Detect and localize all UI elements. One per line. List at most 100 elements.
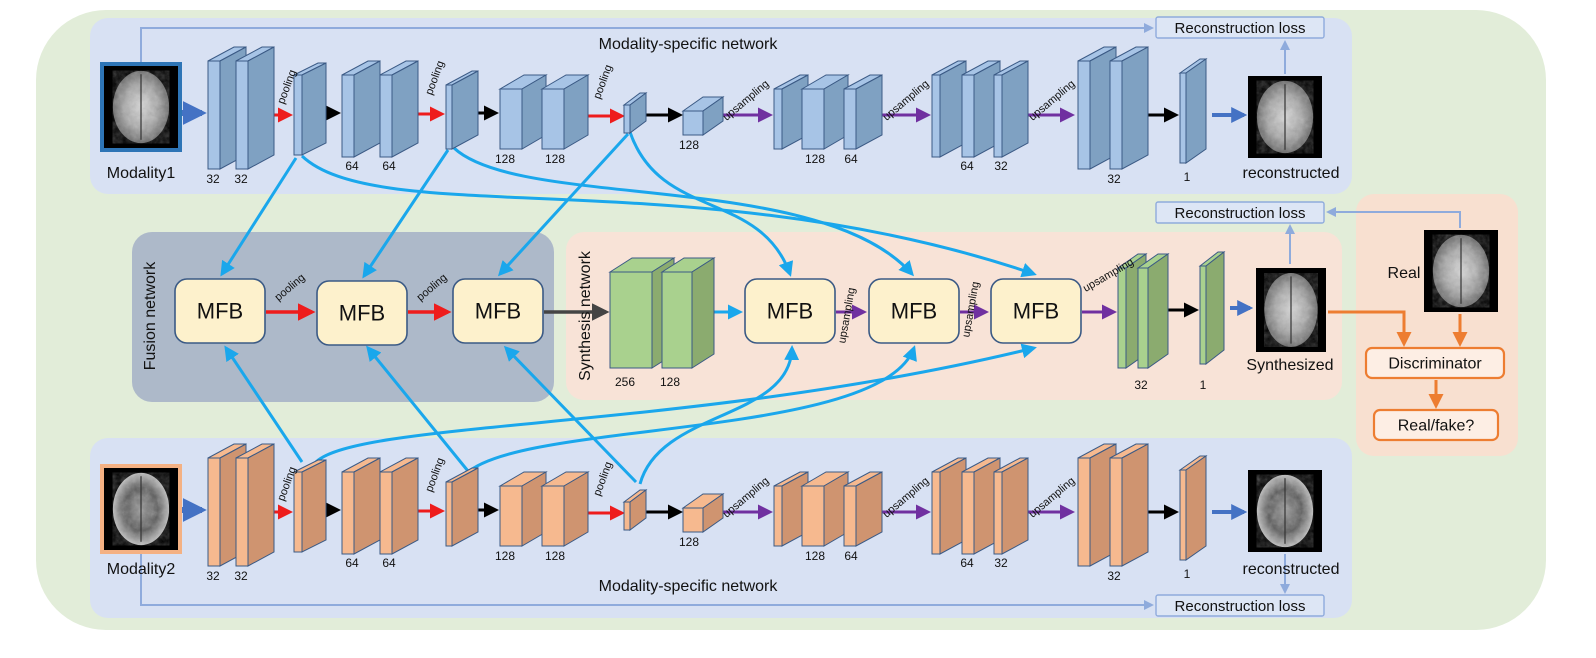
bottom-enc-block-3 bbox=[341, 457, 381, 555]
fusion-mfb-1: MFB bbox=[174, 278, 266, 344]
bottom-dec-block-8-front bbox=[1109, 457, 1123, 567]
synthesis-mfb-2: MFB bbox=[868, 278, 960, 344]
modality2-image-border bbox=[100, 464, 182, 554]
bottom-enc-block-2-side bbox=[247, 443, 275, 567]
fusion-mfb-2-label: MFB bbox=[339, 301, 385, 326]
top-pool-block-3 bbox=[622, 92, 648, 134]
synthesis-mfb-2-box bbox=[868, 278, 960, 344]
synthesis-ch-label-2: 128 bbox=[660, 375, 680, 389]
top-dec-block-4-front bbox=[931, 74, 941, 158]
synthesis-block-128-front bbox=[661, 271, 693, 369]
synthesis-loss-box-box bbox=[1155, 201, 1325, 224]
top-pool-block-2 bbox=[445, 70, 479, 150]
top-dec-block-6-side bbox=[1001, 60, 1029, 158]
bottom-ch-label-8: 128 bbox=[805, 549, 825, 563]
bottom-dec-block-4 bbox=[931, 457, 967, 555]
modality1-image bbox=[100, 62, 182, 152]
top-dec-block-2-front bbox=[801, 88, 825, 150]
top-pool-block-2-side bbox=[451, 70, 479, 150]
synthesis-mfb-3: MFB bbox=[990, 278, 1082, 344]
bottom-ch-label-6: 128 bbox=[545, 549, 565, 563]
top-enc-block-5-front bbox=[499, 88, 523, 150]
skip-top-1-fusion bbox=[220, 157, 298, 277]
real-fake-box: Real/fake? bbox=[1372, 408, 1500, 442]
synthesis-ch-label-3: 32 bbox=[1134, 378, 1148, 392]
bottom-dec-block-4-front bbox=[931, 471, 941, 555]
fusion-mfb-2: MFB bbox=[316, 280, 408, 346]
top-ch-label-9: 64 bbox=[844, 152, 858, 166]
bottom-enc-block-3-side bbox=[353, 457, 381, 555]
synthesis-dec-block-2-front bbox=[1137, 267, 1149, 369]
bottom-ch-label-2: 32 bbox=[234, 569, 248, 583]
top-ch-label-13: 1 bbox=[1184, 170, 1191, 184]
bottom-dec-block-6 bbox=[993, 457, 1029, 555]
synthesis-ch-label-1: 256 bbox=[615, 375, 635, 389]
modality1-image-border bbox=[100, 62, 182, 152]
fusion-mfb-3-label: MFB bbox=[475, 299, 521, 324]
top-output-label: reconstructed bbox=[1243, 165, 1340, 182]
bottom-pool-block-1-front bbox=[293, 471, 303, 553]
top-enc-block-4-front bbox=[379, 74, 393, 158]
top-enc-block-3 bbox=[341, 60, 381, 158]
skip-top-3-synthesis bbox=[628, 131, 794, 277]
top-out-block-front bbox=[1179, 72, 1187, 164]
fusion-mfb-3: MFB bbox=[452, 278, 544, 344]
bottom-dec-block-3 bbox=[843, 471, 883, 547]
top-dec-block-1-front bbox=[773, 88, 783, 150]
bottom-out-block-front bbox=[1179, 469, 1187, 561]
bottom-output-label: reconstructed bbox=[1243, 561, 1340, 578]
bottom-pool-block-1-side bbox=[301, 459, 327, 553]
bottom-pool-block-2 bbox=[445, 467, 479, 547]
real-image bbox=[1424, 230, 1498, 312]
top-enc-block-2-front bbox=[235, 60, 249, 170]
bottom-bottleneck-block bbox=[681, 493, 725, 533]
top-ch-label-12: 32 bbox=[1107, 172, 1121, 186]
top-enc-block-5 bbox=[498, 74, 548, 150]
bottom-ch-label-7: 128 bbox=[679, 535, 699, 549]
synthesis-out-block-side bbox=[1205, 250, 1225, 366]
bottom-loss-box-box bbox=[1155, 594, 1325, 617]
bottom-enc-block-3-front bbox=[341, 471, 355, 555]
synthesis-dec-block-1-front bbox=[1117, 267, 1127, 369]
top-enc-block-4-side bbox=[391, 60, 419, 158]
top-pool-block-1-front bbox=[293, 74, 303, 156]
synthesis-loss-box-label: Reconstruction loss bbox=[1175, 205, 1306, 222]
bottom-ch-label-11: 32 bbox=[994, 556, 1008, 570]
top-dec-block-6-front bbox=[993, 74, 1003, 158]
synthesis-mfb-1: MFB bbox=[744, 278, 836, 344]
bottom-reconstructed-image bbox=[1248, 470, 1322, 552]
synthesis-block-128 bbox=[660, 257, 716, 369]
fusion-mfb-2-box bbox=[316, 280, 408, 346]
skip-top-1-synthesis bbox=[300, 154, 1037, 278]
bottom-ch-label-9: 64 bbox=[844, 549, 858, 563]
top-pool-block-1 bbox=[293, 62, 327, 156]
bottom-dec-block-6-side bbox=[1001, 457, 1029, 555]
bottom-dec-block-5-front bbox=[961, 471, 975, 555]
bottom-pool-block-3 bbox=[622, 489, 648, 531]
synthesis-title: Synthesis network bbox=[577, 250, 594, 381]
top-dec-block-3 bbox=[843, 74, 883, 150]
bottom-dec-block-3-front bbox=[843, 485, 857, 547]
synthesis-mfb-3-box bbox=[990, 278, 1082, 344]
top-enc-block-4 bbox=[379, 60, 419, 158]
top-ch-label-11: 32 bbox=[994, 159, 1008, 173]
synthesis-out-block-front bbox=[1199, 265, 1207, 365]
top-loss-box-label: Reconstruction loss bbox=[1175, 20, 1306, 37]
discriminator-box-label: Discriminator bbox=[1388, 356, 1482, 373]
top-enc-block-2-side bbox=[247, 46, 275, 170]
discriminator-box: Discriminator bbox=[1364, 346, 1506, 380]
skip-bottom-1-synthesis bbox=[314, 343, 1037, 464]
synthesis-mfb-1-box bbox=[744, 278, 836, 344]
bottom-pool-block-1 bbox=[293, 459, 327, 553]
bottom-loss-box: Reconstruction loss bbox=[1155, 594, 1325, 617]
bottom-ch-label-4: 64 bbox=[382, 556, 396, 570]
bottom-ch-label-1: 32 bbox=[206, 569, 220, 583]
synthesis-loss-line-real bbox=[1326, 207, 1461, 228]
top-pool-block-2-front bbox=[445, 84, 453, 150]
skip-bottom-3-synthesis bbox=[638, 345, 800, 485]
fusion-title: Fusion network bbox=[142, 261, 159, 370]
top-bottleneck-block-front bbox=[682, 110, 704, 136]
bottom-dec-block-2 bbox=[800, 471, 850, 547]
bottom-dec-block-7-front bbox=[1077, 457, 1091, 567]
